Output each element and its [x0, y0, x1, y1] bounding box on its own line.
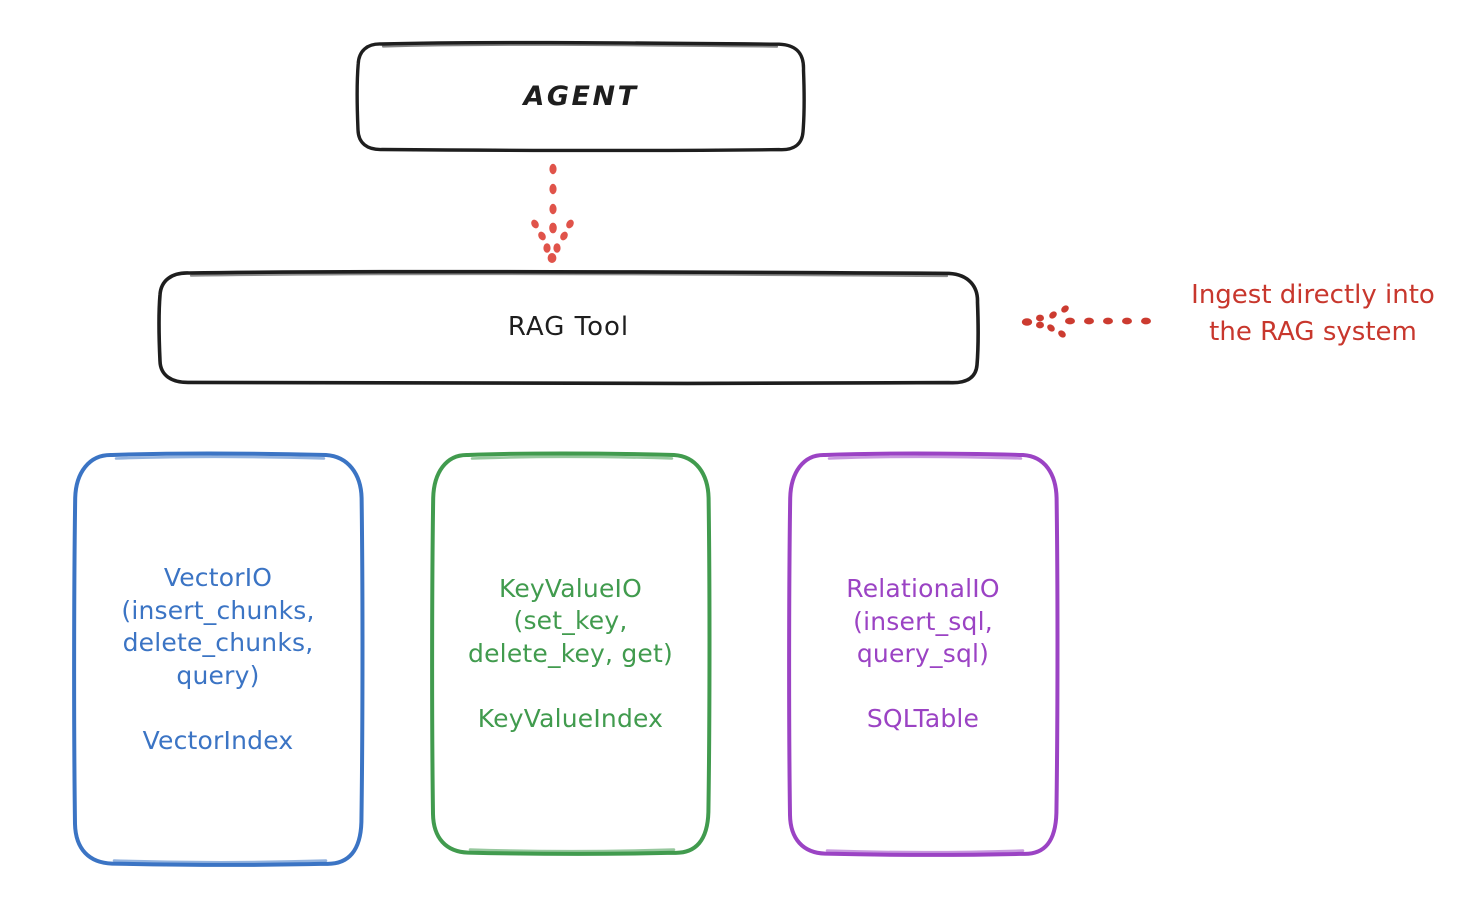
node-relational-io-label: RelationalIO (insert_sql, query_sql) SQL…: [846, 574, 1000, 734]
node-agent[interactable]: AGENT: [355, 40, 807, 153]
arrow-ingest-to-rag-tool: [1021, 305, 1151, 338]
node-key-value-io[interactable]: KeyValueIO (set_key, delete_key, get) Ke…: [428, 450, 713, 858]
annotation-ingest-directly: Ingest directly into the RAG system: [1191, 280, 1435, 347]
node-agent-label: AGENT: [523, 80, 639, 112]
node-relational-io[interactable]: RelationalIO (insert_sql, query_sql) SQL…: [785, 450, 1061, 859]
node-vector-io[interactable]: VectorIO (insert_chunks, delete_chunks, …: [70, 450, 366, 869]
node-rag-tool[interactable]: RAG Tool: [155, 269, 982, 386]
node-key-value-io-label: KeyValueIO (set_key, delete_key, get) Ke…: [468, 573, 673, 733]
arrow-agent-to-rag-tool: [531, 163, 574, 263]
node-rag-tool-label: RAG Tool: [507, 311, 630, 342]
node-vector-io-label: VectorIO (insert_chunks, delete_chunks, …: [121, 563, 315, 755]
